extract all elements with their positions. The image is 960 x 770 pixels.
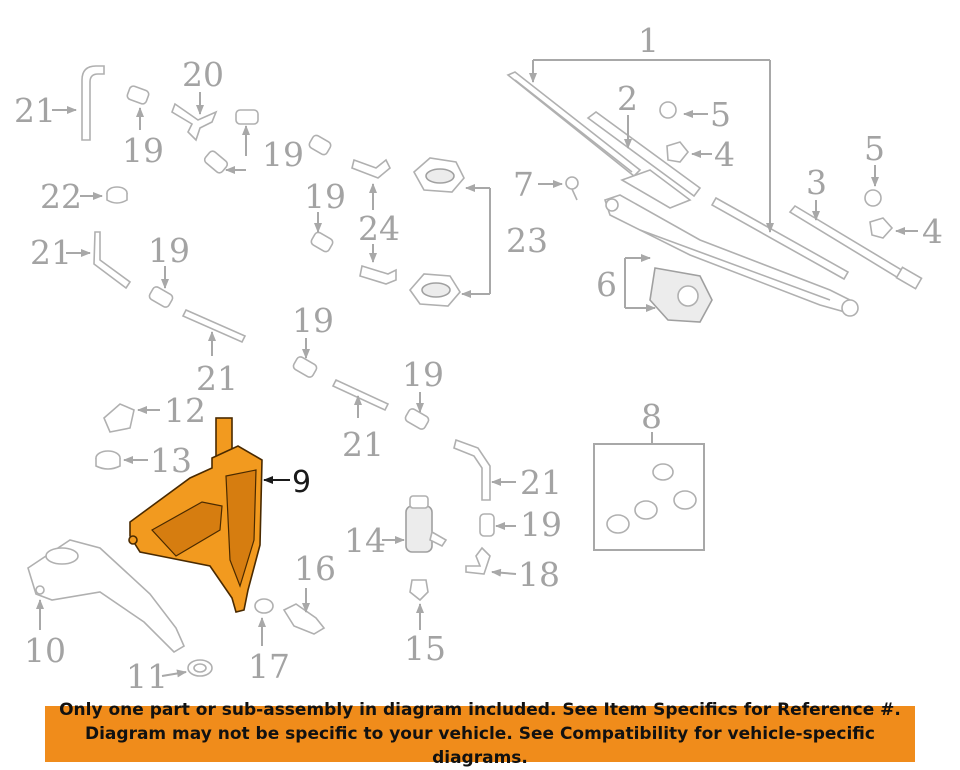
wiper-motor [649,267,713,323]
hose-21-e [453,438,491,501]
callout-19b: 19 [262,135,304,174]
callout-5a: 5 [710,95,731,134]
callout-2: 2 [617,79,638,118]
callout-11: 11 [126,657,168,696]
connector-19-e [292,356,318,378]
wiper-arm-left [586,111,702,209]
callout-9: 9 [292,465,311,500]
callout-18: 18 [518,555,560,594]
callout-19g: 19 [520,505,562,544]
bracket-10 [27,539,186,654]
grommet-22 [106,186,128,204]
seal-11 [187,659,213,677]
washer-reservoir-9 [128,417,263,613]
callout-13: 13 [150,441,192,480]
hose-21-d [331,378,390,412]
callout-17: 17 [248,647,290,686]
elbow-24 [351,158,397,285]
connector-19-f [404,408,430,430]
callout-19d: 19 [148,231,190,270]
callout-1: 1 [638,21,659,60]
disclaimer-line-1: Only one part or sub-assembly in diagram… [59,700,901,720]
callout-14: 14 [344,521,386,560]
hose-21-mid [93,231,132,290]
callout-20: 20 [182,55,224,94]
callout-10: 10 [24,631,66,670]
screw-7 [565,176,579,201]
grommet-15 [409,579,429,602]
callout-12: 12 [164,391,206,430]
wiper-blade-left [506,71,642,178]
disclaimer-line-2: Diagram may not be specific to your vehi… [84,724,875,768]
callout-21a: 21 [14,91,56,130]
callout-15: 15 [404,629,446,668]
pivot-cap-4 [666,141,894,239]
pump-14 [405,495,448,553]
wiper-blade-right [710,196,850,281]
callout-16: 16 [294,549,336,588]
wiper-linkage [603,194,859,317]
hose-21-c [181,308,247,344]
callout-19f: 19 [402,355,444,394]
callout-19c: 19 [304,177,346,216]
connector-19-a [126,85,150,105]
callout-21b: 21 [30,233,72,272]
wiper-arm-right [788,204,923,290]
callout-8: 8 [641,397,662,436]
pivot-nut-5 [659,101,882,207]
callout-19e: 19 [292,301,334,340]
callout-24: 24 [358,209,400,248]
grommet-17 [254,598,274,614]
hose-21-top [81,65,105,141]
y-connector-20 [171,102,218,142]
callout-6: 6 [596,265,617,304]
callout-4a: 4 [714,135,735,174]
sensor-16 [282,603,326,635]
callout-7: 7 [513,165,534,204]
connector-19-b [203,109,259,174]
callout-23: 23 [506,221,548,260]
hose-18 [465,546,491,575]
cap-13 [95,450,121,470]
kit-8-box [593,432,705,551]
filler-neck-12 [103,403,135,433]
nozzle-23-top [412,157,465,193]
connector-19-d [308,134,334,253]
callout-22: 22 [40,177,82,216]
callout-21e: 21 [520,463,562,502]
callout-5b: 5 [864,129,885,168]
nozzle-23-bottom [408,273,461,307]
callout-4b: 4 [922,212,943,251]
callout-19a: 19 [122,131,164,170]
connector-19-c [148,286,174,308]
callout-21d: 21 [342,425,384,464]
callout-21c: 21 [196,359,238,398]
callout-3: 3 [806,163,827,202]
disclaimer-banner: Only one part or sub-assembly in diagram… [45,700,915,768]
connector-19-g [479,513,495,537]
